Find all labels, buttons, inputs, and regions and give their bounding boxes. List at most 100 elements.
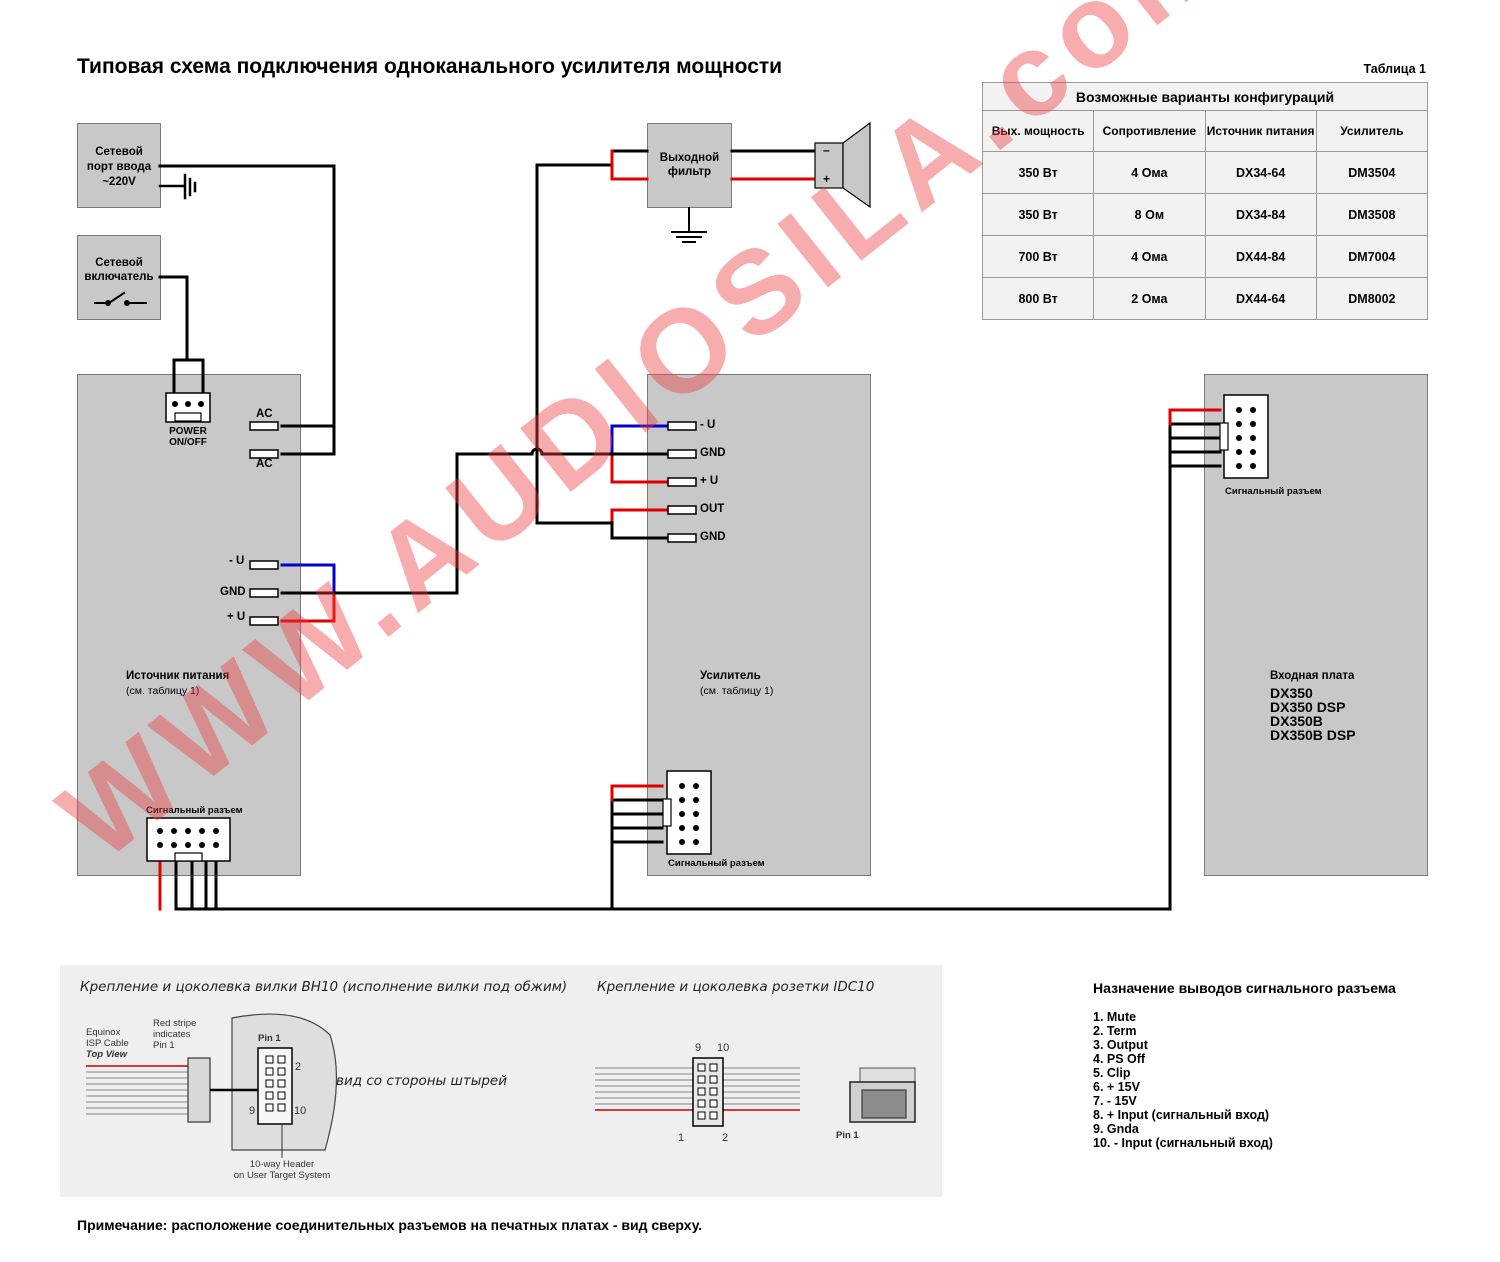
gnd-terminal xyxy=(667,533,697,543)
output-filter-line: Выходной xyxy=(659,152,720,164)
out-label: OUT xyxy=(700,503,725,515)
table-cell: 4 Ома xyxy=(1093,151,1206,194)
footnote: Примечание: расположение соединительных … xyxy=(77,1217,703,1233)
table-cell: DX44-64 xyxy=(1204,277,1317,320)
pin1-label: Pin 1 xyxy=(258,1033,281,1044)
positive-wire xyxy=(610,452,670,484)
idc-pin1-label: Pin 1 xyxy=(836,1130,859,1141)
plus-u-terminal xyxy=(667,477,697,487)
input-board-model: DX350 xyxy=(1270,685,1313,701)
switch-wire xyxy=(158,275,205,394)
mains-switch-block xyxy=(77,235,161,320)
table-row: 350 Вт 8 Ом DX34-84 DM3508 xyxy=(981,193,1429,236)
mains-switch-line: Сетевой xyxy=(95,257,143,269)
pinout-item: 10. - Input (сигнальный вход) xyxy=(1093,1136,1273,1150)
table-cell: 4 Ома xyxy=(1093,235,1206,278)
input-board-name: Входная плата xyxy=(1270,670,1355,682)
pinout-item: 4. PS Off xyxy=(1093,1052,1146,1066)
mains-input-line: ~220V xyxy=(102,176,136,188)
column-header: Усилитель xyxy=(1315,110,1429,152)
table-heading: Возможные варианты конфигураций xyxy=(982,82,1428,111)
stripe-label: Red stripe indicates Pin 1 xyxy=(153,1018,196,1051)
pin-9-label: 9 xyxy=(249,1105,256,1117)
table-cell: DM8002 xyxy=(1315,277,1429,320)
mains-wire xyxy=(158,164,336,456)
config-table: Возможные варианты конфигураций Вых. мощ… xyxy=(981,82,1429,320)
table-caption: Таблица 1 xyxy=(1363,62,1426,76)
table-cell: DX34-64 xyxy=(1204,151,1317,194)
column-header: Вых. мощность xyxy=(981,110,1095,152)
idc-pin-9: 9 xyxy=(695,1042,702,1054)
table-cell: DM3504 xyxy=(1315,151,1429,194)
gnd-terminal xyxy=(249,588,279,598)
gnd-wire xyxy=(535,163,670,540)
gnd-label: GND xyxy=(700,531,726,543)
wiring-diagram xyxy=(94,121,1269,911)
header-label-line: 10-way Header xyxy=(249,1159,315,1170)
plus-u-label: + U xyxy=(700,475,719,487)
idc-pin-2: 2 xyxy=(722,1132,729,1144)
pin-2-label: 2 xyxy=(295,1061,302,1073)
positive-wire xyxy=(280,592,336,623)
idc-pin-10: 10 xyxy=(717,1042,730,1054)
pinout-item: 2. Term xyxy=(1093,1024,1137,1038)
bh10-heading: Крепление и цоколевка вилки BH10 (исполн… xyxy=(80,979,568,995)
gnd-terminal xyxy=(667,449,697,459)
psu-name: Источник питания xyxy=(126,670,230,682)
input-board-model: DX350B DSP xyxy=(1270,727,1356,743)
table-cell: 700 Вт xyxy=(981,235,1095,278)
pinout-list: 1. Mute 2. Term 3. Output 4. PS Off 5. C… xyxy=(1093,1010,1273,1150)
column-header: Источник питания xyxy=(1204,110,1317,152)
pinout-heading: Назначение выводов сигнального разъема xyxy=(1093,980,1396,996)
table-cell: 800 Вт xyxy=(981,277,1095,320)
pinout-item: 3. Output xyxy=(1093,1038,1148,1052)
switch-icon xyxy=(94,291,147,305)
mains-input-line: порт ввода xyxy=(86,161,152,173)
header-label-line: on User Target System xyxy=(233,1170,331,1181)
pinout-item: 5. Clip xyxy=(1093,1066,1131,1080)
table-row: 350 Вт 4 Ома DX34-64 DM3504 xyxy=(981,151,1429,194)
speaker-minus: – xyxy=(823,143,830,157)
stripe-label-line: indicates xyxy=(153,1029,191,1040)
pin-10-label: 10 xyxy=(294,1105,307,1117)
mains-input-block xyxy=(77,123,161,208)
mains-input-line: Сетевой xyxy=(95,146,143,158)
amp-signal-label: Сигнальный разъем xyxy=(668,858,765,869)
plus-u-terminal xyxy=(249,616,279,626)
pinout-item: 7. - 15V xyxy=(1093,1094,1137,1108)
table-cell: 2 Ома xyxy=(1093,277,1206,320)
ground-symbol xyxy=(671,207,707,243)
mains-switch-line: включатель xyxy=(84,271,154,283)
power-switch-label: POWER ON/OFF xyxy=(160,426,216,448)
amp-note: (см. таблицу 1) xyxy=(700,685,774,697)
gnd-wire xyxy=(280,447,614,595)
minus-u-terminal xyxy=(667,421,697,431)
page-title: Типовая схема подключения одноканального… xyxy=(77,55,783,78)
column-header: Сопротивление xyxy=(1093,110,1206,152)
input-board-model: DX350 DSP xyxy=(1270,699,1346,715)
power-switch-line: ON/OFF xyxy=(169,437,207,448)
negative-wire xyxy=(610,424,670,456)
cable-label-line: ISP Cable xyxy=(86,1038,129,1049)
header-label: 10-way Header on User Target System xyxy=(232,1159,332,1181)
psu-note: (см. таблицу 1) xyxy=(126,685,200,697)
cable-label-line: Equinox xyxy=(86,1027,121,1038)
cable-label-line: Top View xyxy=(86,1049,127,1060)
negative-wire xyxy=(280,563,336,596)
stripe-label-line: Pin 1 xyxy=(153,1040,175,1051)
amp-signal-connector xyxy=(666,770,712,855)
plus-u-label: + U xyxy=(227,611,246,623)
ac-label: AC xyxy=(256,458,273,470)
psu-signal-label: Сигнальный разъем xyxy=(146,805,243,816)
signal-bus xyxy=(174,860,1172,911)
idc-pin-1: 1 xyxy=(678,1132,685,1144)
signal-wire xyxy=(1168,422,1222,911)
amp-name: Усилитель xyxy=(700,670,761,682)
output-filter-label: Выходной фильтр xyxy=(647,151,732,179)
ac-terminal xyxy=(249,449,279,459)
table-row: 800 Вт 2 Ома DX44-64 DM8002 xyxy=(981,277,1429,320)
table-cell: DX44-84 xyxy=(1204,235,1317,278)
table-cell: DM3508 xyxy=(1315,193,1429,236)
table-cell: 350 Вт xyxy=(981,151,1095,194)
pinout-item: 6. + 15V xyxy=(1093,1080,1140,1094)
